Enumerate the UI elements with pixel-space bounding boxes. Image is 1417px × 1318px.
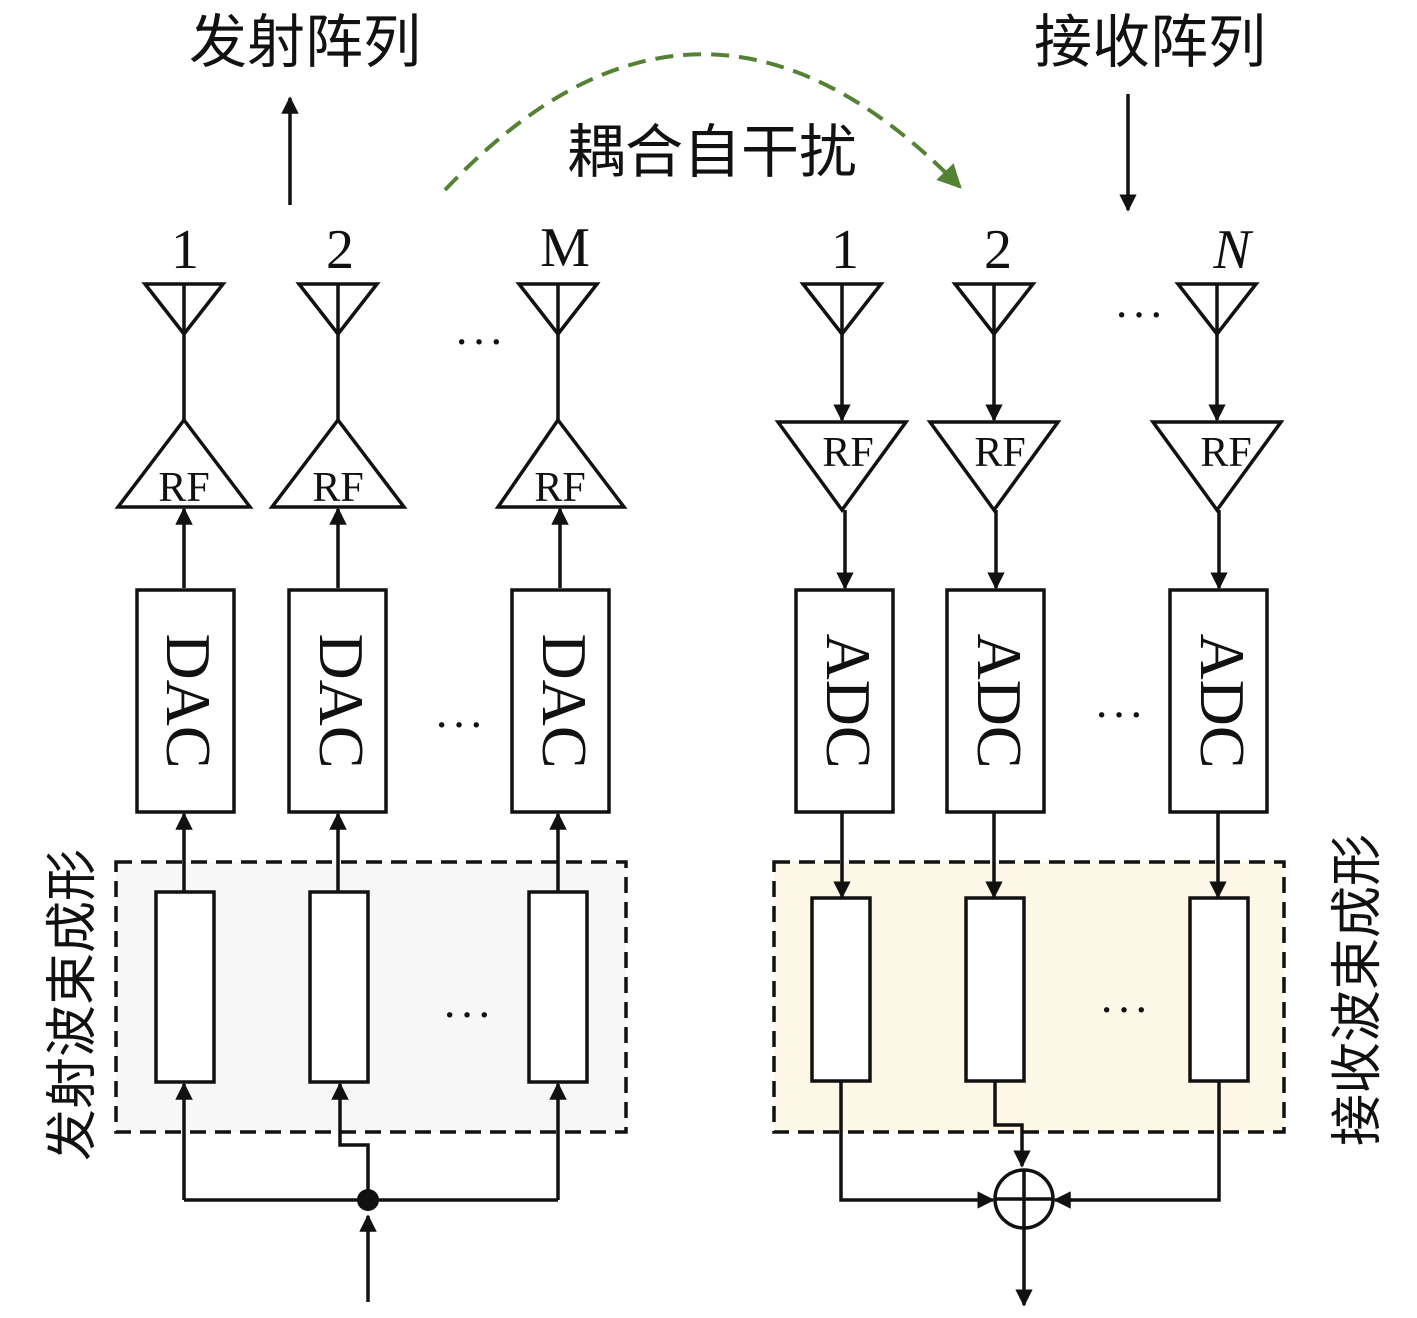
rf-label: RF [312, 465, 363, 511]
tx-dac-ellipsis: ··· [434, 699, 486, 750]
rx-antenna-ellipsis: ··· [1114, 289, 1166, 340]
tx-beamforming-label: 发射波束成形 [43, 849, 103, 1161]
dac-block [510, 588, 611, 814]
adc-block [945, 588, 1046, 814]
rf-label: RF [822, 430, 873, 476]
rf-amplifier-triangle [114, 417, 254, 509]
rx-antenna-number: 2 [984, 219, 1012, 281]
dac-block [135, 588, 236, 814]
dac-label: DAC [306, 633, 377, 768]
tx-antenna-number: M [540, 217, 590, 279]
tx-weight-block [154, 890, 216, 1084]
tx-weight-ellipsis: ··· [442, 989, 494, 1040]
adc-label: ADC [1187, 633, 1258, 768]
tx-weight-block [527, 890, 589, 1084]
antenna-icon [515, 282, 601, 337]
rx-chain-2: 2 RF ADC [926, 219, 1062, 1168]
adc-block [1168, 588, 1269, 814]
rf-amplifier-triangle [268, 417, 408, 509]
rf-amplifier-triangle [494, 417, 628, 509]
receive-array-label: 接收阵列 [1034, 8, 1266, 76]
tx-antenna-number: 1 [171, 219, 199, 281]
antenna-icon [141, 282, 227, 337]
transmit-array-label: 发射阵列 [189, 8, 421, 76]
rf-label: RF [534, 465, 585, 511]
tx-antenna-ellipsis: ··· [454, 316, 506, 367]
tx-chain-2: 2 RF DAC [268, 219, 408, 1200]
rf-amplifier-triangle [1149, 420, 1285, 513]
tx-chain-m: M RF DAC [494, 217, 628, 1200]
rx-chain-1: 1 RF ADC [774, 219, 995, 1209]
dac-label: DAC [529, 633, 600, 768]
coupling-arrow [443, 52, 962, 192]
adc-label: ADC [964, 633, 1035, 768]
dac-label: DAC [153, 633, 224, 768]
tx-chain-1: 1 RF DAC [114, 219, 254, 1200]
tx-antenna-number: 2 [326, 219, 354, 281]
antenna-icon [1174, 282, 1260, 337]
antenna-icon [295, 282, 381, 337]
dac-block [287, 588, 388, 814]
rf-amplifier-triangle [774, 420, 910, 513]
rx-chain-n: N RF ADC [1053, 219, 1285, 1209]
rx-antenna-number: 1 [831, 219, 859, 281]
tx-signal-splitter [184, 1189, 558, 1302]
rf-label: RF [974, 430, 1025, 476]
rx-weight-block [964, 896, 1026, 1083]
rx-weight-ellipsis: ··· [1099, 984, 1151, 1035]
adc-block [794, 588, 895, 814]
rx-adc-ellipsis: ··· [1094, 689, 1146, 740]
antenna-icon [951, 282, 1037, 337]
rf-label: RF [158, 465, 209, 511]
rx-summer [993, 1168, 1055, 1307]
antenna-icon [799, 282, 885, 337]
split-node [357, 1189, 379, 1211]
rf-label: RF [1200, 430, 1251, 476]
coupling-interference-label: 耦合自干扰 [567, 118, 857, 186]
rx-beamforming-label: 接收波束成形 [1328, 834, 1388, 1146]
rf-amplifier-triangle [926, 420, 1062, 513]
rx-weight-block [810, 896, 872, 1083]
adc-label: ADC [813, 633, 884, 768]
rx-antenna-number: N [1212, 219, 1253, 281]
tx-weight-block [308, 890, 370, 1084]
rx-weight-block [1188, 896, 1250, 1083]
